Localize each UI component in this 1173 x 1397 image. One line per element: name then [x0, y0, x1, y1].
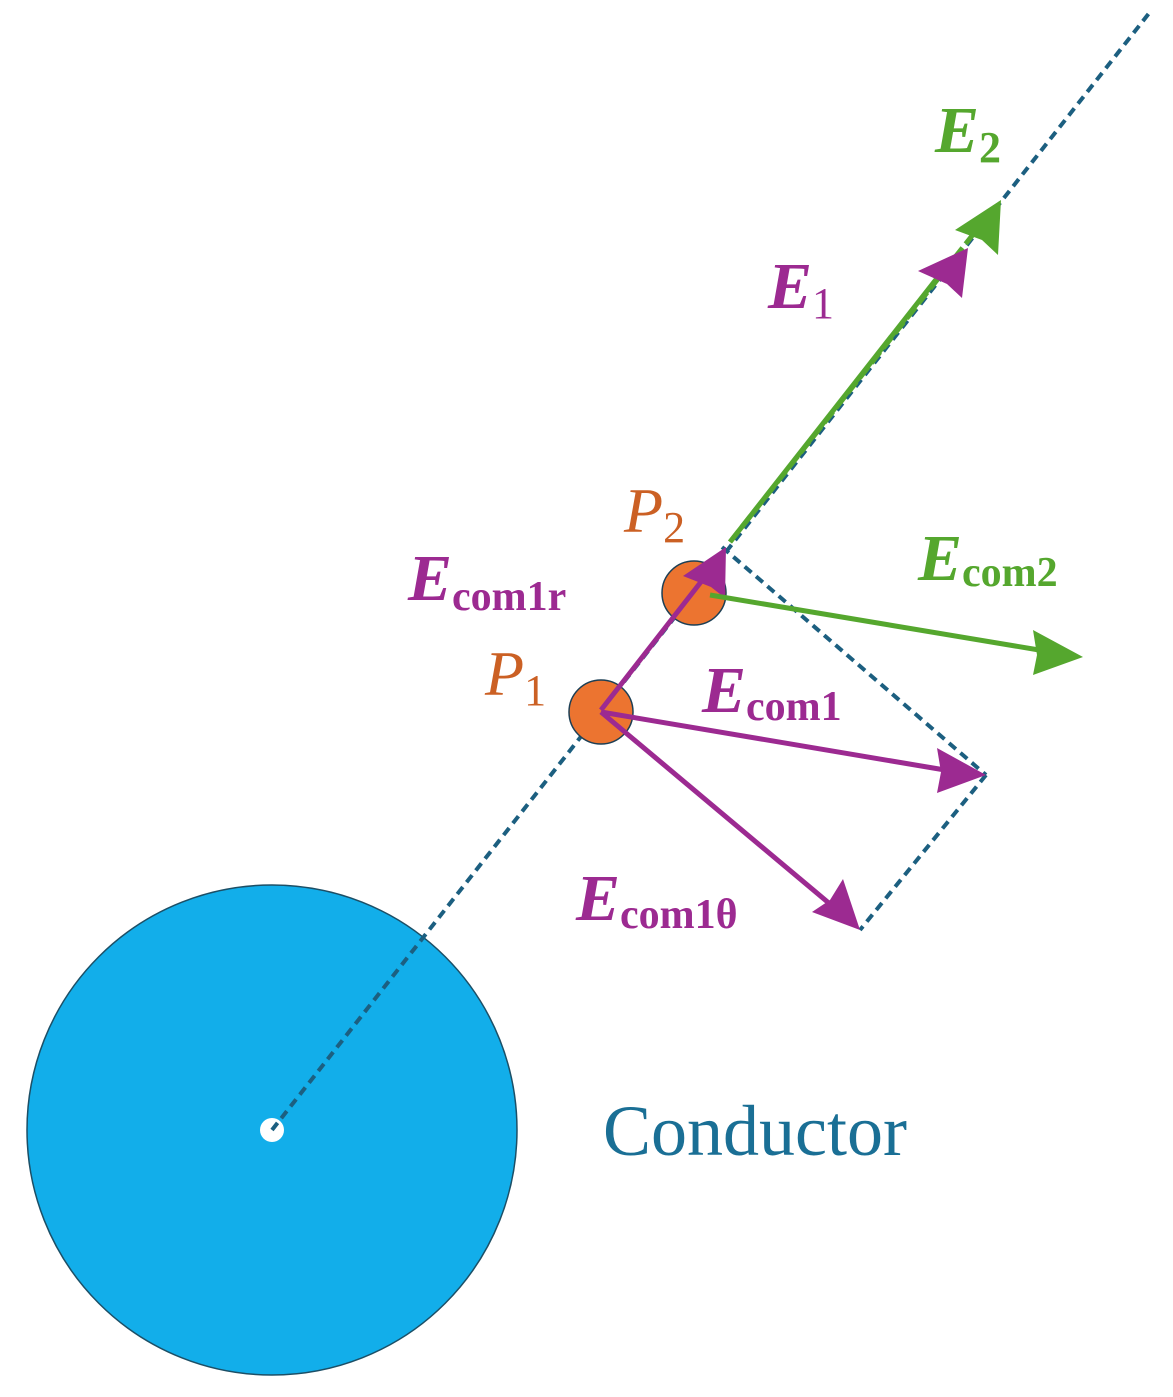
parallelogram-dashed-top: [720, 545, 988, 777]
e1-arrowhead: [918, 248, 968, 298]
ecom1-arrowhead: [937, 748, 986, 793]
parallelogram-dashed-bottom: [858, 773, 988, 932]
e1-vector-line: [728, 266, 947, 544]
label-ecom1: Ecom1: [701, 654, 842, 730]
label-e2: E2: [934, 94, 1001, 172]
label-e1: E1: [767, 250, 834, 328]
label-p2: P2: [623, 475, 685, 552]
ecom1theta-arrowhead: [812, 879, 860, 930]
ecom1theta-vector-line: [599, 710, 832, 906]
ecom1r-vector-line: [599, 576, 706, 712]
ecom1-vector-line: [600, 709, 946, 773]
ecom2-arrowhead: [1033, 630, 1083, 675]
label-ecom1r: Ecom1r: [407, 542, 566, 620]
e2-arrowhead: [955, 200, 1001, 255]
label-ecom2: Ecom2: [917, 522, 1058, 596]
ecom2-vector-line: [709, 592, 1046, 654]
label-conductor: Conductor: [603, 1091, 907, 1171]
label-p1: P1: [484, 638, 546, 715]
label-ecom1theta: Ecom1θ: [575, 862, 738, 938]
ecom1r-arrowhead: [683, 547, 726, 598]
